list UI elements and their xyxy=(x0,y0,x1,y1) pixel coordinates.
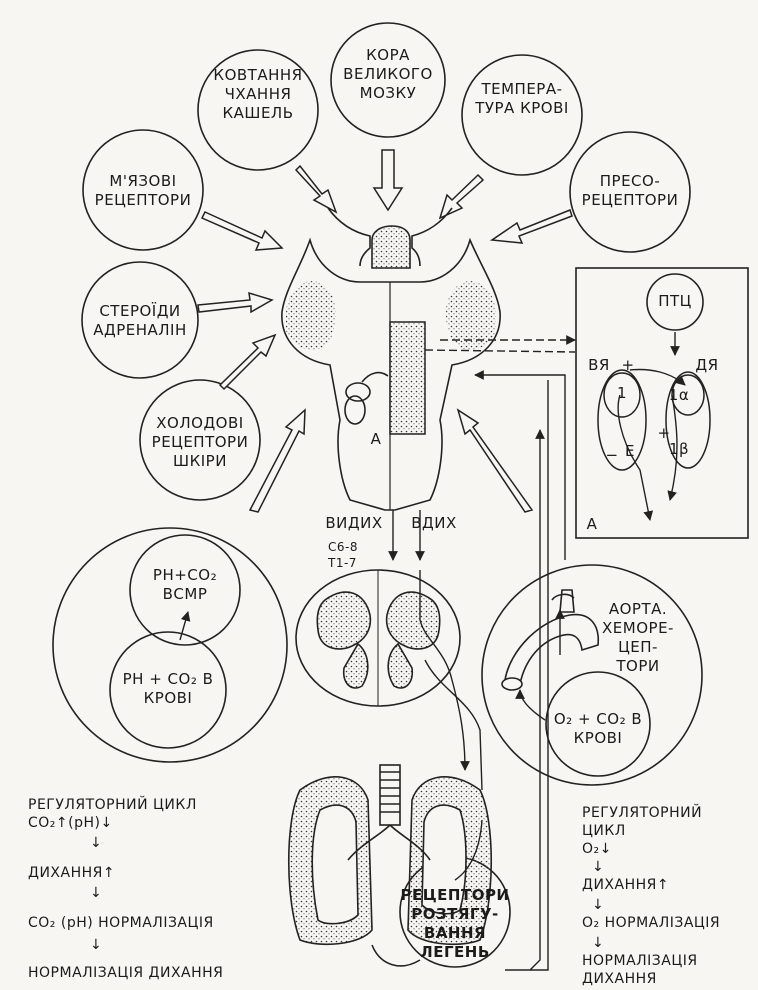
exhale-label: ВИДИХ xyxy=(325,514,383,532)
arrow-presso xyxy=(489,209,573,244)
steroids-label: СТЕРОЇДИ АДРЕНАЛІН xyxy=(93,302,187,339)
left-cycle-co2: СО₂↑(рН)↓ xyxy=(28,815,113,831)
left-cycle-arrow-1: ↓ xyxy=(90,835,103,851)
blood-ph-label: РН + СО₂ В КРОВІ xyxy=(122,670,214,707)
lungs xyxy=(288,764,492,967)
blood-o2-label: О₂ + СО₂ В КРОВІ xyxy=(553,710,643,747)
cervical-segments: С6-8 xyxy=(328,540,358,554)
arrow-muscle xyxy=(200,211,284,251)
right-cycle-title-1: РЕГУЛЯТОРНИЙ xyxy=(582,805,703,821)
arrow-cold-1 xyxy=(218,333,277,391)
ptc-circle xyxy=(646,273,704,331)
right-cycle-norm: О₂ НОРМАЛІЗАЦІЯ xyxy=(582,915,721,931)
csf-ph-outer-circle xyxy=(52,527,288,763)
thoracic-segments: Т1-7 xyxy=(328,556,357,570)
temperature-label: ТЕМПЕРА- ТУРА КРОВІ xyxy=(475,80,569,117)
left-cycle-arrow-2: ↓ xyxy=(90,885,103,901)
aorta xyxy=(501,589,599,691)
blood-o2-circle xyxy=(545,671,651,777)
right-cycle-title-2: ЦИКЛ xyxy=(582,823,626,839)
spinal-cord xyxy=(295,569,461,707)
right-cycle-result-1: НОРМАЛІЗАЦІЯ xyxy=(582,953,698,969)
right-cycle-breath: ДИХАННЯ↑ xyxy=(582,877,670,893)
pressoreceptors-label: ПРЕСО- РЕЦЕПТОРИ xyxy=(581,172,679,209)
neuron-1-label: 1 xyxy=(616,384,628,402)
inspiratory-center xyxy=(389,321,426,435)
left-cycle-result: НОРМАЛІЗАЦІЯ ДИХАННЯ xyxy=(28,965,224,981)
left-cycle-breath: ДИХАННЯ↑ xyxy=(28,865,116,881)
csf-ph-circle xyxy=(129,534,241,646)
arrow-steroids xyxy=(197,291,274,314)
arrow-cold-2 xyxy=(248,408,306,513)
cortex-label: КОРА ВЕЛИКОГО МОЗКУ xyxy=(343,46,433,102)
ptc-label: ПТЦ xyxy=(658,292,692,310)
blood-ph-circle xyxy=(109,631,227,749)
dya-label: ДЯ xyxy=(695,356,719,374)
swallowing-circle xyxy=(197,49,319,171)
temperature-circle xyxy=(461,54,583,176)
swallowing-label: КОВТАННЯ ЧХАННЯ КАШЕЛЬ xyxy=(213,66,303,122)
minus-sign: − xyxy=(605,446,619,464)
neuron-1b-label: 1β xyxy=(668,440,690,458)
right-cycle-arrow-1: ↓ xyxy=(592,859,605,875)
left-cycle-title: РЕГУЛЯТОРНИЙ ЦИКЛ xyxy=(28,797,197,813)
left-cycle-norm: СО₂ (рН) НОРМАЛІЗАЦІЯ xyxy=(28,915,214,931)
aortic-chemoreceptors-label: АОРТА. ХЕМОРЕ- ЦЕП- ТОРИ xyxy=(602,600,674,675)
neuron-1a-label: 1α xyxy=(668,386,690,404)
cold-receptors-circle xyxy=(139,379,261,501)
right-cycle-o2: О₂↓ xyxy=(582,841,612,857)
right-cycle-result-2: ДИХАННЯ xyxy=(582,971,657,987)
right-cycle-arrow-3: ↓ xyxy=(592,935,605,951)
steroids-circle xyxy=(81,261,199,379)
arrow-cortex xyxy=(372,149,404,212)
left-cycle-arrow-3: ↓ xyxy=(90,937,103,953)
brainstem xyxy=(281,207,501,511)
arrow-right-lower xyxy=(456,408,534,513)
cortex-circle xyxy=(330,22,446,138)
inhale-label: ВДИХ xyxy=(411,514,457,532)
inset-box xyxy=(575,267,749,539)
csf-ph-label: РН+СО₂ ВСМР xyxy=(152,566,218,603)
muscle-receptors-label: М'ЯЗОВІ РЕЦЕПТОРИ xyxy=(94,172,192,209)
vya-label: ВЯ xyxy=(588,356,610,374)
arrow-temperature xyxy=(438,173,485,220)
right-cycle-arrow-2: ↓ xyxy=(592,897,605,913)
region-a-marker: А xyxy=(370,430,382,448)
plus-sign-1: + xyxy=(621,356,635,374)
cold-receptors-label: ХОЛОДОВІ РЕЦЕПТОРИ ШКІРИ xyxy=(151,414,249,470)
plus-sign-2: + xyxy=(657,424,671,442)
aortic-outer-circle xyxy=(481,564,703,786)
neuron-e-label: Е xyxy=(625,442,635,460)
stretch-receptors-label: РЕЦЕПТОРИ РОЗТЯГУ- ВАННЯ ЛЕГЕНЬ xyxy=(400,886,510,961)
muscle-receptors-circle xyxy=(82,129,204,251)
inset-corner-label: А xyxy=(586,515,598,533)
arrow-swallowing xyxy=(294,164,338,214)
pressoreceptors-circle xyxy=(569,131,691,253)
